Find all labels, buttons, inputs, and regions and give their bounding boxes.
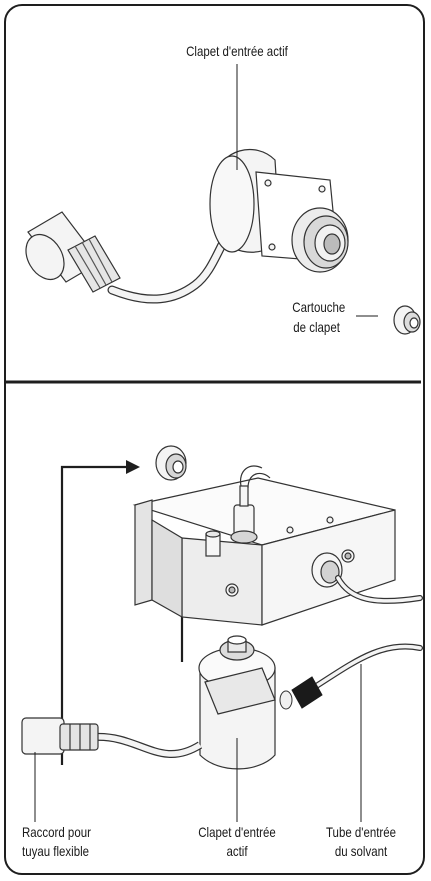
cartridge-part <box>393 305 421 335</box>
arrow-to-cartridge <box>60 465 132 765</box>
bottom-inlet-valve <box>198 635 276 770</box>
bottom-cartridge <box>155 445 187 481</box>
top-valve-label: Clapet d'entrée actif <box>186 43 288 59</box>
solvent-tube <box>279 643 423 710</box>
top-valve-assembly <box>25 149 349 304</box>
cartridge-label-line2: de clapet <box>293 319 340 335</box>
bottom-connector <box>21 717 203 759</box>
pump-block <box>132 477 396 626</box>
solvent-tube-label-line1: Tube d'entrée <box>325 824 397 840</box>
fitting-label-line2: tuyau flexible <box>22 843 90 859</box>
bottom-valve-label-line1: Clapet d'entrée <box>198 824 276 840</box>
figure-frame <box>4 4 425 875</box>
bottom-valve-label-line2: actif <box>226 843 248 859</box>
cartridge-label-line1: Cartouche <box>292 299 346 315</box>
fitting-label-line1: Raccord pour <box>22 824 91 840</box>
solvent-tube-label-line2: du solvant <box>334 843 388 859</box>
